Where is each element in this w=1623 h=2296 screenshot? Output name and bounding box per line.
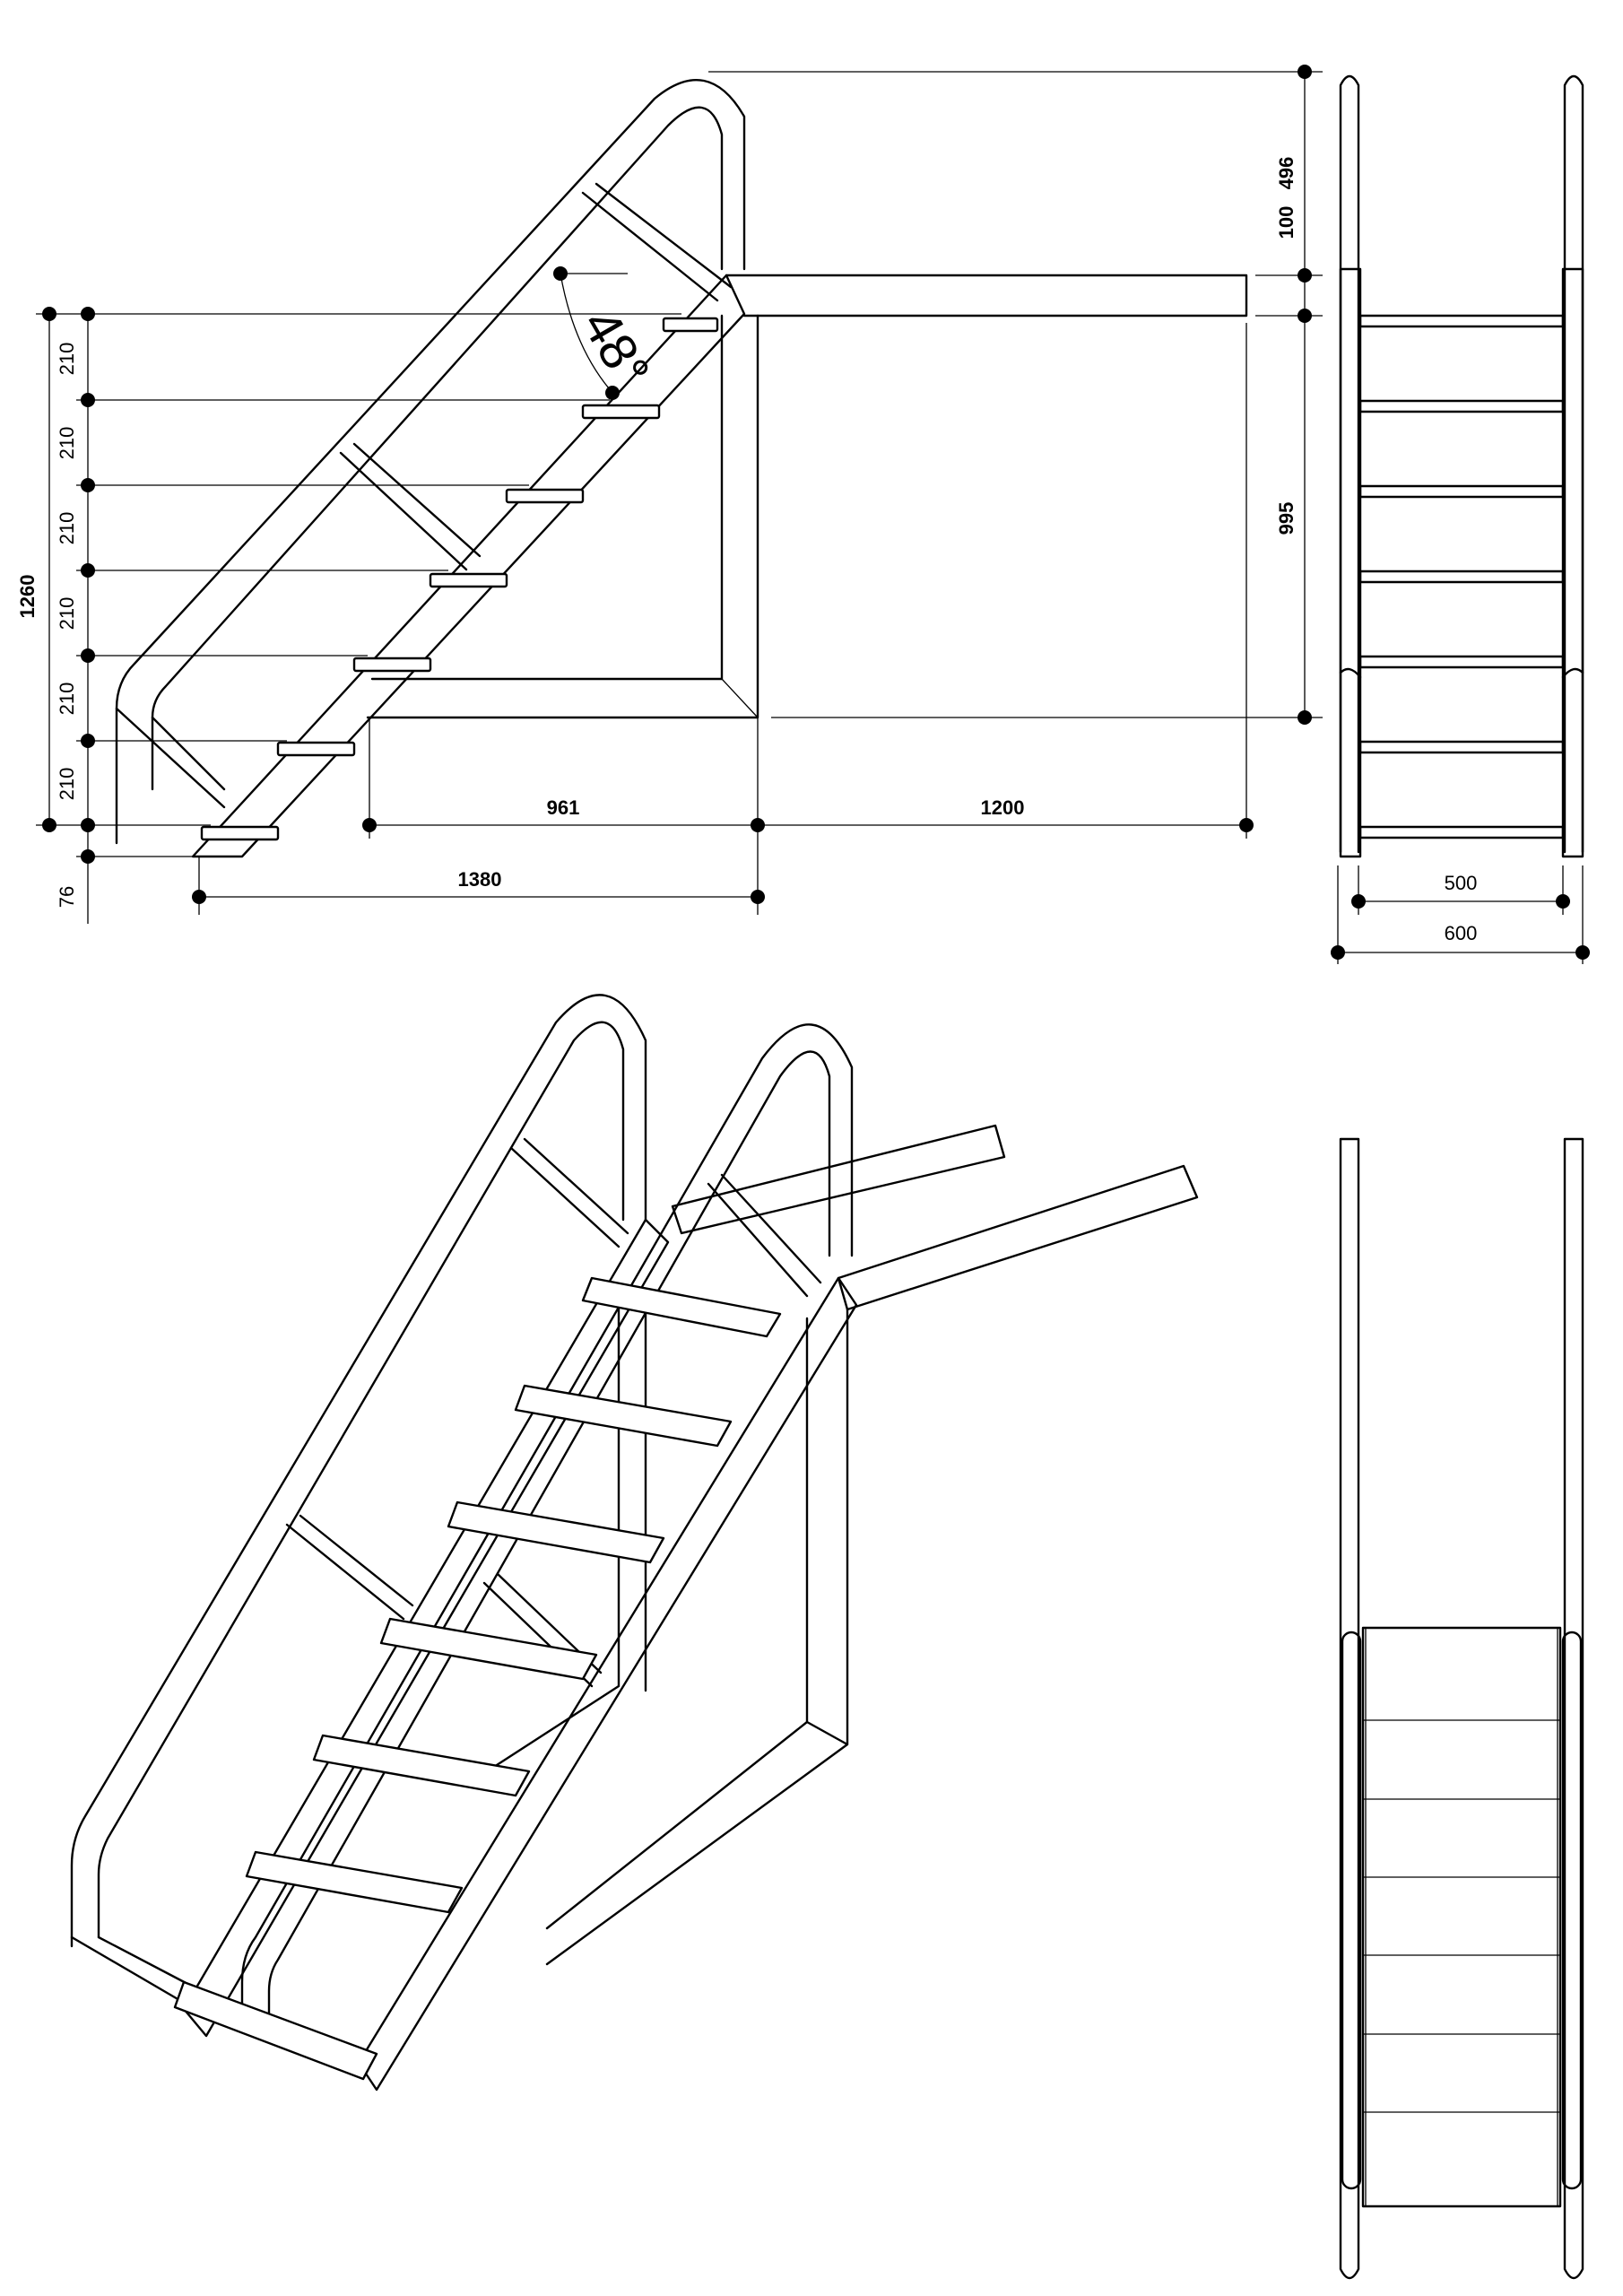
- iso-left-rail-outer: [70, 994, 647, 1948]
- front-tread: [1358, 655, 1565, 669]
- iso-brace: [285, 1514, 414, 1621]
- outer-width-label: 600: [1445, 922, 1478, 944]
- iso-right-rail-outer: [240, 1023, 854, 2029]
- platform-1200-label: 1200: [981, 796, 1025, 819]
- rise-dimensions: 1260 210 210 210 210 210 210 76: [16, 307, 681, 924]
- front-view: 500 600: [1331, 74, 1590, 964]
- riser-label-3: 210: [56, 512, 78, 545]
- rail-100-label: 100: [1275, 206, 1298, 239]
- handrail-lower-bend: [115, 707, 226, 809]
- tread-profile: [662, 317, 719, 333]
- front-tread: [1358, 825, 1565, 839]
- iso-tread: [379, 1617, 598, 1681]
- tread-profile: [352, 657, 432, 673]
- lower-tread-block: [1361, 1626, 1562, 2208]
- tread-profile: [581, 404, 661, 420]
- iso-right-rail-inner: [267, 1050, 831, 2038]
- front-treads: [1358, 314, 1565, 839]
- iso-brace: [509, 1137, 629, 1248]
- riser-label-4: 210: [56, 597, 78, 631]
- front-view-lower: [1339, 1137, 1584, 2280]
- iso-tread: [447, 1500, 665, 1564]
- inner-width-label: 500: [1445, 872, 1478, 894]
- total-rise-label: 1260: [16, 575, 39, 619]
- front-tread: [1358, 484, 1565, 499]
- tread-profile: [276, 741, 356, 757]
- isometric-view: [70, 994, 1199, 2092]
- side-view: 48° 1260 210 210 210: [16, 65, 1323, 924]
- tread-profile: [505, 488, 585, 504]
- iso-left-rail-inner: [97, 1021, 625, 1939]
- run-1380-label: 1380: [458, 868, 502, 891]
- iso-brace: [707, 1173, 822, 1298]
- iso-treads: [173, 1276, 782, 2081]
- iso-support-frame: [545, 1308, 849, 1966]
- iso-tread: [173, 1980, 378, 2081]
- stringer: [191, 274, 746, 858]
- tread-profiles: [200, 317, 719, 841]
- upper-brace: [581, 182, 733, 302]
- run-961-label: 961: [547, 796, 580, 819]
- riser-label-5: 210: [56, 683, 78, 716]
- rail-496-label: 496: [1275, 157, 1298, 190]
- handrail-inner: [151, 106, 724, 791]
- left-post: [1339, 267, 1362, 858]
- iso-landing-beam-back: [671, 1124, 1006, 1235]
- lower-tread-lines: [1363, 1628, 1560, 2206]
- iso-tread: [581, 1276, 782, 1338]
- right-rail: [1563, 74, 1584, 854]
- lower-right-rail: [1563, 1137, 1584, 2280]
- iso-left-stringer: [182, 1218, 670, 2038]
- landing-beam: [725, 274, 1248, 317]
- riser-label-2: 210: [56, 427, 78, 460]
- iso-right-stringer: [357, 1276, 858, 2092]
- lower-left-rail: [1339, 1137, 1360, 2280]
- tread-profile: [429, 572, 508, 588]
- run-dimensions: 961 1200 1380: [192, 323, 1254, 915]
- frame-995-label: 995: [1275, 502, 1298, 535]
- left-rail: [1339, 74, 1360, 854]
- handrail-outer: [115, 78, 746, 845]
- right-post: [1561, 267, 1584, 858]
- iso-tread: [312, 1734, 531, 1797]
- riser-label-6: 210: [56, 768, 78, 801]
- bottom-offset-label: 76: [56, 886, 78, 908]
- middle-brace: [339, 442, 482, 571]
- front-tread: [1358, 314, 1565, 328]
- iso-tread: [245, 1850, 464, 1914]
- iso-landing-beam-front: [837, 1164, 1199, 1311]
- angle-arc: [560, 273, 615, 396]
- support-frame-diag: [721, 678, 759, 718]
- height-dimensions: 496 100 995: [708, 65, 1323, 725]
- width-dimensions: 500 600: [1331, 865, 1590, 964]
- lower-left-post: [1341, 1631, 1362, 2190]
- front-tread: [1358, 740, 1565, 754]
- lower-right-post: [1561, 1631, 1583, 2190]
- iso-tread: [514, 1384, 733, 1448]
- riser-label-1: 210: [56, 343, 78, 376]
- front-tread: [1358, 570, 1565, 584]
- tread-profile: [200, 825, 280, 841]
- front-tread: [1358, 399, 1565, 413]
